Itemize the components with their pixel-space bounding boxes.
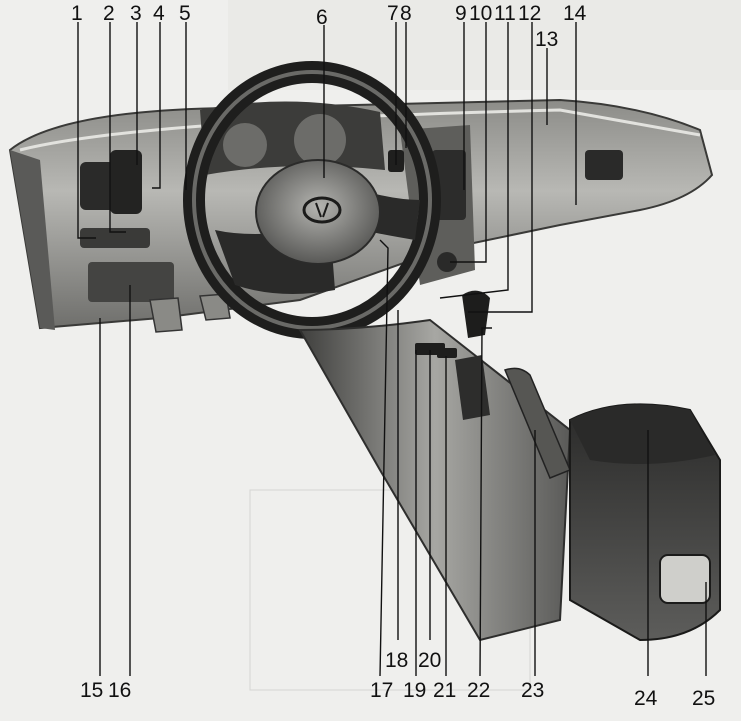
callout-label: 25: [692, 687, 715, 710]
top-callouts: 1 2 3 4 5 6 7 8 9 10 11 12 13 14: [71, 2, 587, 51]
callout-label: 3: [130, 2, 142, 25]
callout-label: 22: [467, 679, 490, 702]
steering-wheel: [183, 61, 441, 339]
callout-label: 23: [521, 679, 544, 702]
leader-lines: [77, 22, 707, 677]
lower-panel: [88, 262, 174, 302]
airbag-hub: [255, 159, 381, 265]
parking-brake-lever: [503, 367, 571, 479]
callout-label: 1: [71, 2, 83, 25]
callout-label: 17: [370, 679, 393, 702]
callout-label: 18: [385, 649, 408, 672]
callout-label: 12: [518, 2, 541, 25]
callout-label: 8: [400, 2, 412, 25]
callout-label: 15: [80, 679, 103, 702]
instrument-switch-panel: [80, 228, 150, 248]
callout-label: 4: [153, 2, 165, 25]
callout-label: 24: [634, 687, 658, 710]
callout-label: 14: [563, 2, 587, 25]
callout-label: 20: [418, 649, 441, 672]
callout-label: 5: [179, 2, 191, 25]
callout-label: 21: [433, 679, 456, 702]
callout-label: 7: [387, 2, 399, 25]
rear-storage-tray: [659, 554, 711, 604]
hazard-switch: [437, 252, 457, 272]
callout-label: 10: [469, 2, 492, 25]
shift-lever-knob: [462, 290, 490, 338]
callout-label: 19: [403, 679, 426, 702]
callout-label: 16: [108, 679, 131, 702]
pedals: [149, 293, 231, 333]
callout-label: 2: [103, 2, 115, 25]
callout-label: 11: [494, 2, 516, 25]
right-air-vent: [585, 150, 623, 180]
bottom-callouts: 15 16 17 18 19 20 21 22 23 24 25: [80, 649, 715, 710]
callout-label: 9: [455, 2, 467, 25]
callout-label: 6: [316, 6, 328, 29]
callout-label: 13: [535, 28, 558, 51]
hyundai-logo-icon: [302, 196, 342, 224]
center-console: [298, 290, 721, 642]
